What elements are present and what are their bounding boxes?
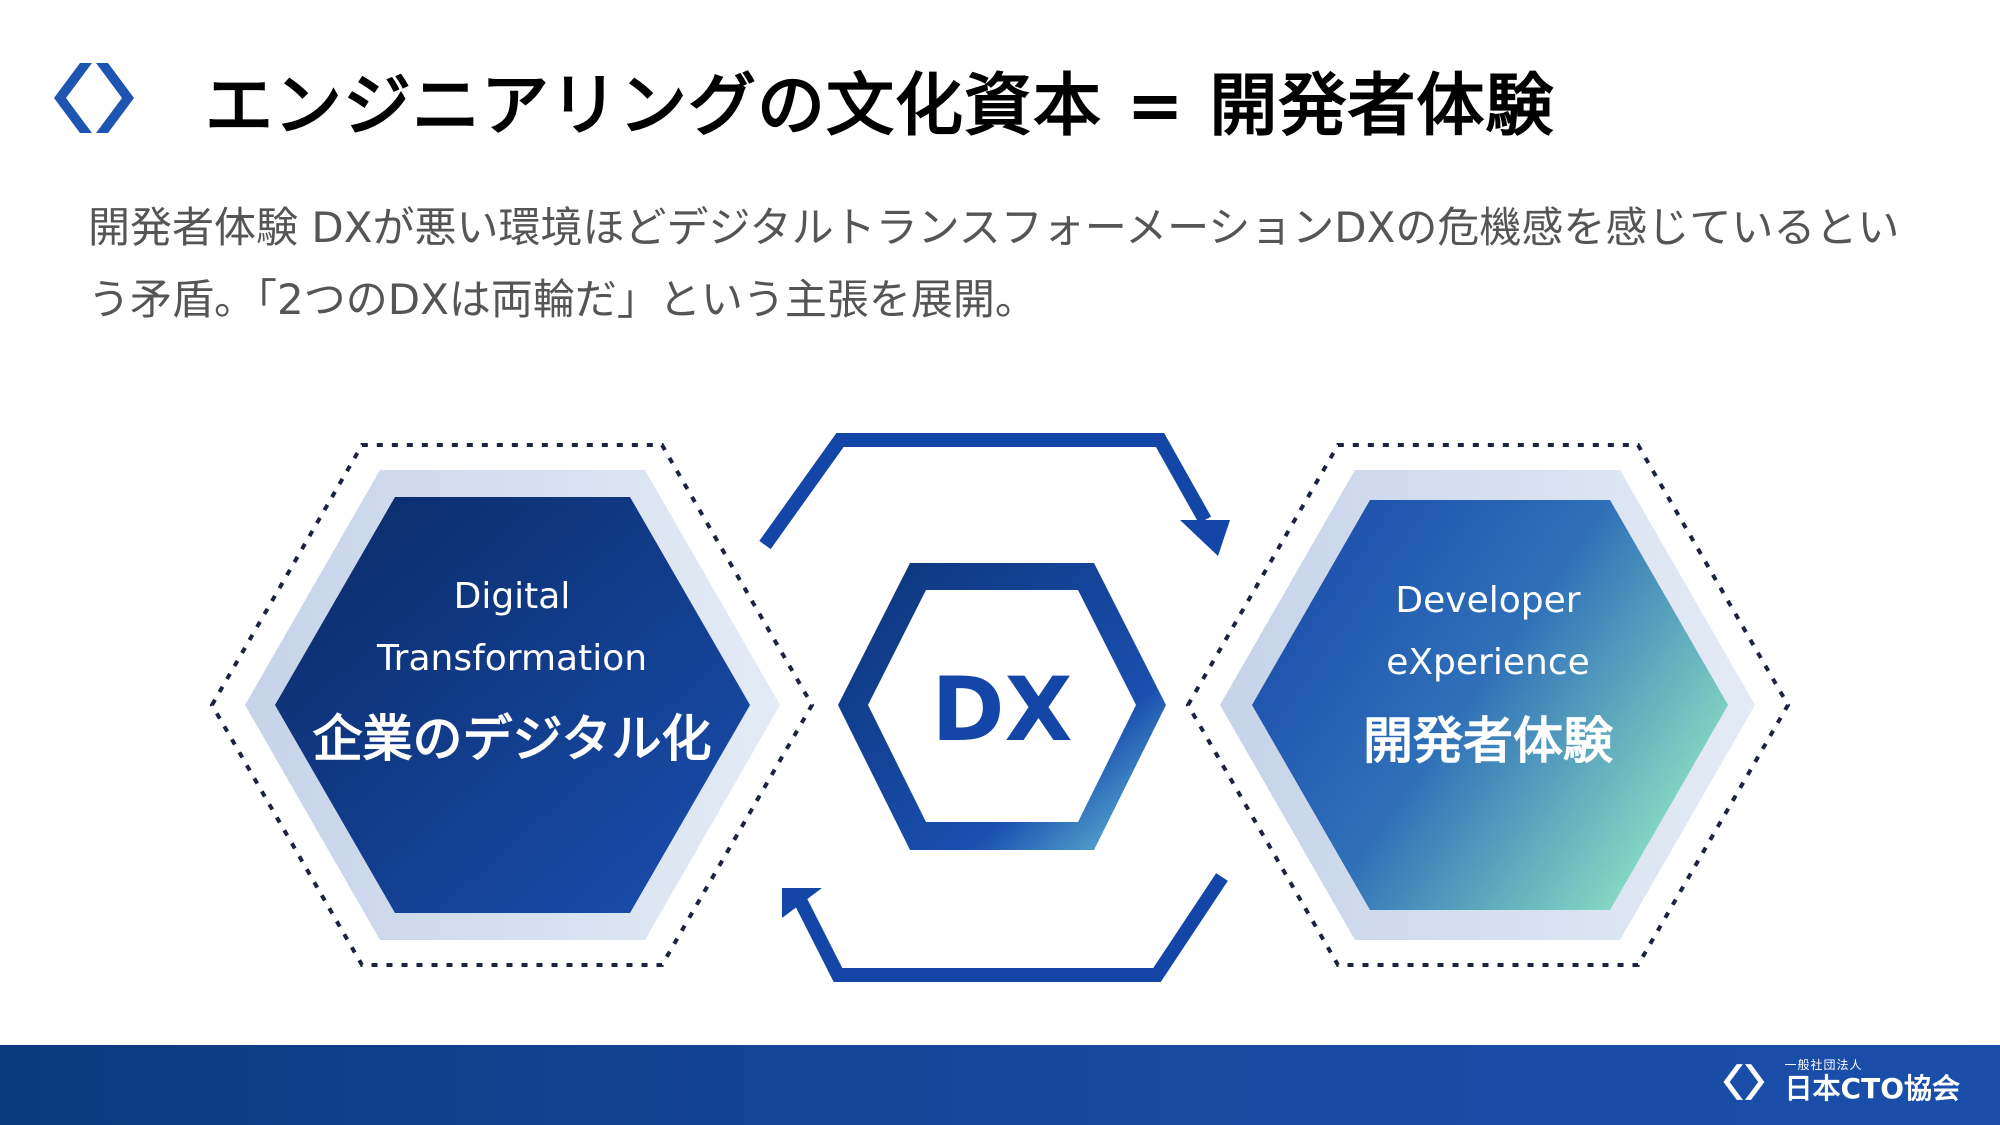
left-hex-label: 企業のデジタル化 [313,710,712,768]
header [50,38,150,158]
center-dx-label: DX [932,658,1073,761]
footer-bar [0,1045,2000,1125]
page-title: エンジニアリングの文化資本 = 開発者体験 [205,67,1555,146]
cycle-arrow-bottom-icon [782,873,1228,982]
footer-org-sub: 一般社団法人 [1784,1058,1863,1072]
cto-diamond-icon [1723,1064,1764,1100]
left-hex-line1: Digital [454,576,571,617]
footer-brand: 一般社団法人 日本CTO協会 [1719,1058,1960,1106]
description-text: 開発者体験 DXが悪い環境ほどデジタルトランスフォーメーションDXの危機感を感じ… [88,203,1900,324]
footer-org-name: 日本CTO協会 [1784,1072,1960,1105]
cycle-arrow-top-icon [759,433,1230,556]
cto-diamond-icon [54,63,134,133]
left-hexagon-digital-transformation: Digital Transformation 企業のデジタル化 [209,443,815,967]
right-hex-label: 開発者体験 [1363,712,1614,770]
right-hex-line1: Developer [1395,580,1580,621]
right-hexagon-developer-experience: Developer eXperience 開発者体験 [1185,443,1791,967]
right-hex-line2: eXperience [1386,642,1590,683]
center-hexagon-dx: DX [838,563,1166,850]
left-hex-line2: Transformation [376,638,647,679]
